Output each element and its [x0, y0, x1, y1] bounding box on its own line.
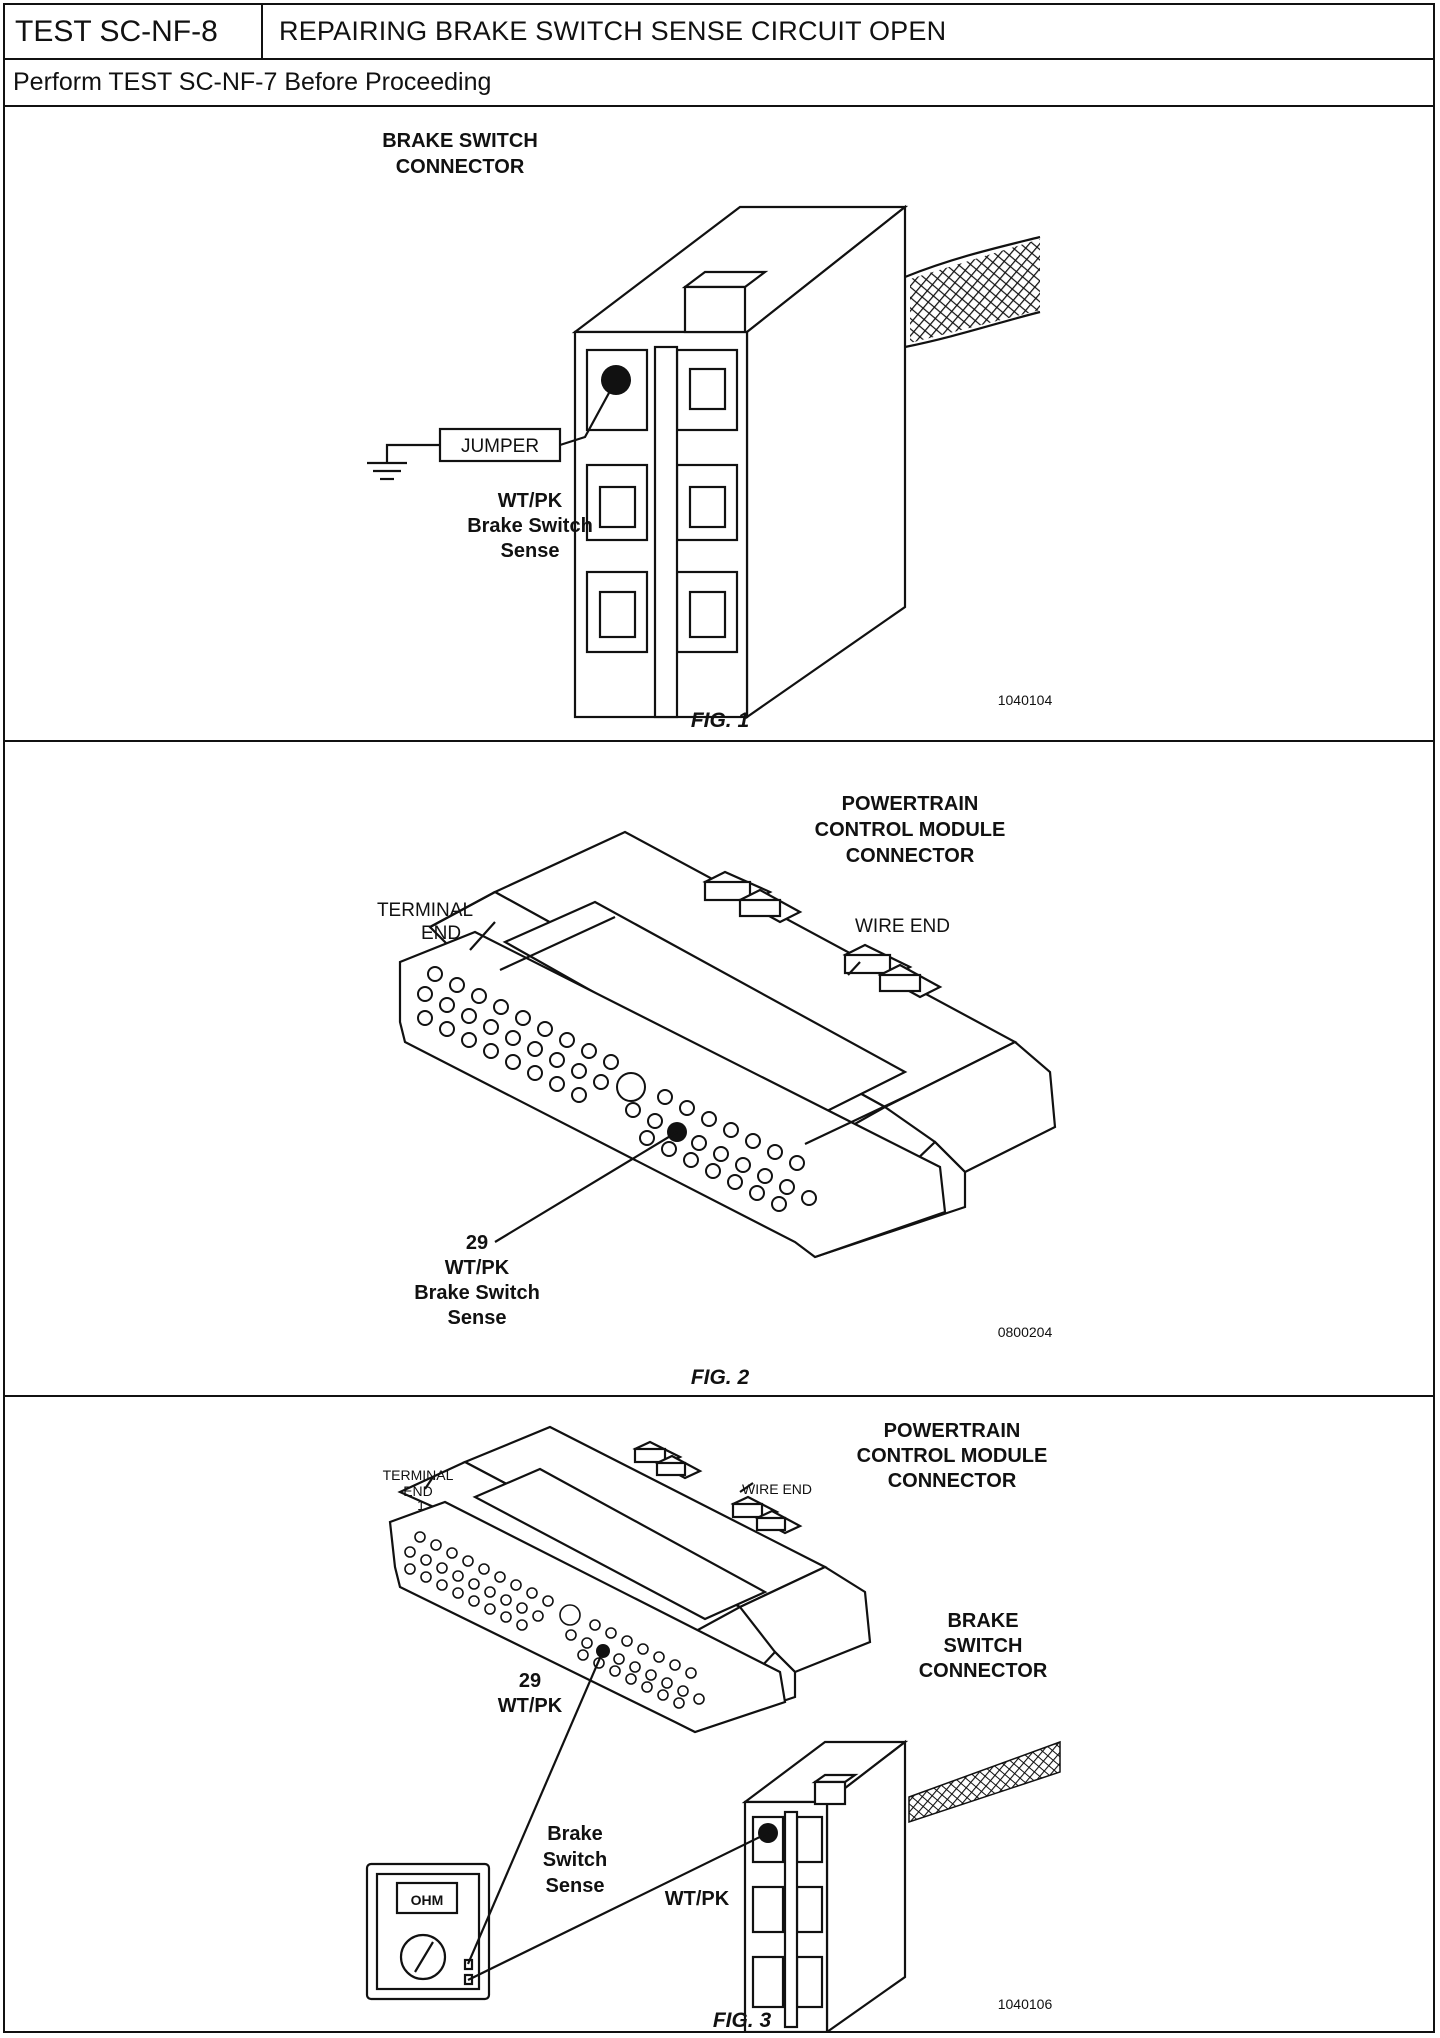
- terminal-end-label-2: END: [403, 1483, 433, 1499]
- figure-3-panel: OHM POWERTRAIN CONTROL MODULE CONNECTOR …: [5, 1397, 1433, 2032]
- brake-switch-connector-label-2: CONNECTOR: [396, 156, 525, 178]
- test-sheet: TEST SC-NF-8 REPAIRING BRAKE SWITCH SENS…: [3, 3, 1435, 2033]
- brake-switch-connector: [741, 1739, 1061, 2032]
- test-header: TEST SC-NF-8 REPAIRING BRAKE SWITCH SENS…: [5, 5, 1433, 60]
- lead-wire-label: WT/PK: [665, 1888, 730, 1910]
- test-lead-pcm: [466, 1650, 605, 1965]
- pcm-connector: [388, 1425, 872, 1734]
- terminal-number-label: 1: [417, 1497, 425, 1513]
- test-title: REPAIRING BRAKE SWITCH SENSE CIRCUIT OPE…: [279, 16, 947, 46]
- terminal-pins: [417, 966, 817, 1212]
- wire-color-label: WT/PK: [445, 1257, 510, 1279]
- figure-1-panel: JUMPER BRAKE SWITCH CONNECTOR WT/PK Brak…: [5, 107, 1433, 742]
- sense-label-3: Sense: [546, 1875, 605, 1897]
- sense-label: Brake: [547, 1823, 603, 1845]
- figure-2-caption: FIG. 2: [691, 1366, 750, 1389]
- terminal-end-label-2: END: [421, 923, 461, 944]
- terminal-end-label: TERMINAL: [383, 1467, 454, 1483]
- prerequisite-note: Perform TEST SC-NF-7 Before Proceeding: [5, 60, 1433, 107]
- ohmmeter-test-illustration: OHM POWERTRAIN CONTROL MODULE CONNECTOR …: [365, 1420, 1061, 2032]
- wire-function-label: Brake Switch: [467, 515, 593, 537]
- sense-label-2: Switch: [543, 1849, 607, 1871]
- wire-end-label: WIRE END: [855, 916, 950, 937]
- terminal-end-label: TERMINAL: [377, 900, 473, 921]
- wire-function-label-2: Sense: [501, 540, 560, 562]
- pcm-connector-label-2: CONTROL MODULE: [857, 1445, 1048, 1467]
- figure-code: 1040106: [998, 1996, 1053, 2012]
- pcm-connector-illustration: POWERTRAIN CONTROL MODULE CONNECTOR TERM…: [377, 793, 1057, 1389]
- pcm-connector-label: POWERTRAIN: [842, 793, 979, 815]
- brake-switch-connector: [571, 204, 1041, 720]
- wire-color-label: WT/PK: [498, 490, 563, 512]
- test-id: TEST SC-NF-8: [5, 5, 263, 58]
- pcm-connector-label-2: CONTROL MODULE: [815, 819, 1006, 841]
- brake-switch-connector-label-3: CONNECTOR: [919, 1660, 1048, 1682]
- wire-function-label: Brake Switch: [414, 1282, 540, 1304]
- pcm-connector-label: POWERTRAIN: [884, 1420, 1021, 1442]
- brake-switch-connector-label: BRAKE SWITCH: [382, 130, 538, 152]
- pin-number-label: 29: [466, 1232, 488, 1254]
- ground-icon: [367, 461, 407, 481]
- pcm-connector: [398, 830, 1057, 1259]
- wire-function-label-2: Sense: [448, 1307, 507, 1329]
- figure-1-caption: FIG. 1: [691, 709, 749, 732]
- pin-number-label: 29: [519, 1670, 541, 1692]
- figure-code: 1040104: [998, 692, 1053, 708]
- wire-harness: [904, 235, 1041, 349]
- figure-3-caption: FIG. 3: [713, 2009, 772, 2032]
- ohmmeter: OHM: [365, 1862, 491, 2001]
- pcm-connector-label-3: CONNECTOR: [846, 845, 975, 867]
- brake-switch-connector-label: BRAKE: [947, 1610, 1018, 1632]
- figure-code: 0800204: [998, 1324, 1053, 1340]
- pin-wire-label: WT/PK: [498, 1695, 563, 1717]
- jumper-label: JUMPER: [461, 436, 539, 457]
- jumper-wire: [385, 379, 617, 463]
- pcm-connector-label-3: CONNECTOR: [888, 1470, 1017, 1492]
- meter-display-text: OHM: [411, 1892, 444, 1908]
- brake-switch-connector-label-2: SWITCH: [944, 1635, 1023, 1657]
- figure-2-panel: POWERTRAIN CONTROL MODULE CONNECTOR TERM…: [5, 742, 1433, 1397]
- brake-switch-connector-illustration: JUMPER BRAKE SWITCH CONNECTOR WT/PK Brak…: [367, 130, 1053, 732]
- test-lead-switch: [467, 1832, 769, 1981]
- wire-end-label: WIRE END: [742, 1481, 812, 1497]
- meter-display: [395, 1881, 459, 1915]
